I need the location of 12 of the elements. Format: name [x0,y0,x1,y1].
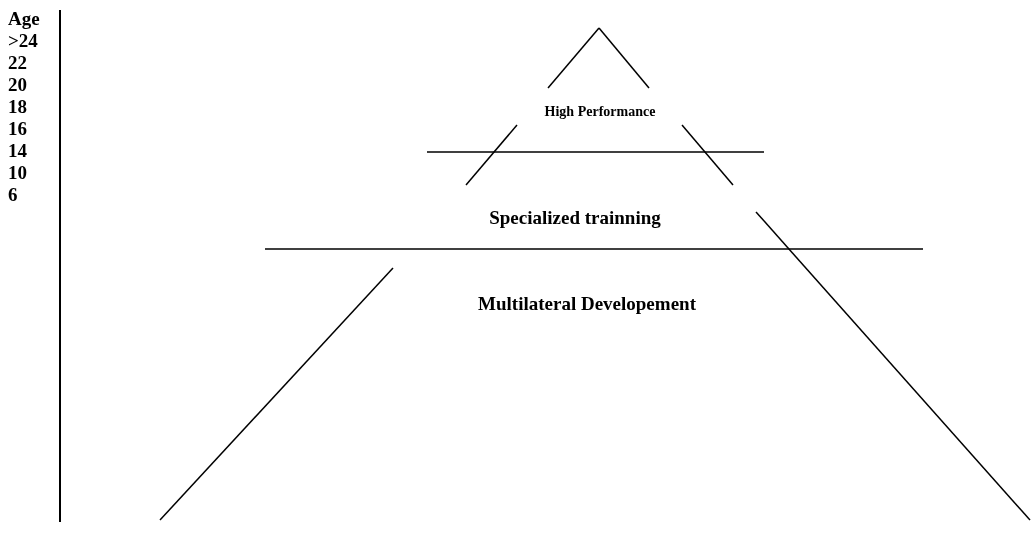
age-tick-label: 10 [8,162,27,184]
tier-label: High Performance [520,102,680,122]
tier-label: Multilateral Developement [407,292,767,316]
age-tick-label: 20 [8,74,27,96]
age-tick-label: 14 [8,140,27,162]
age-tick-label: 22 [8,52,27,74]
tier-label: Specialized trainning [425,206,725,230]
age-tick-label: 6 [8,184,18,206]
age-tick-label: 18 [8,96,27,118]
age-tick-label: 16 [8,118,27,140]
axis-title: Age [8,8,40,30]
age-tick-label: >24 [8,30,38,52]
